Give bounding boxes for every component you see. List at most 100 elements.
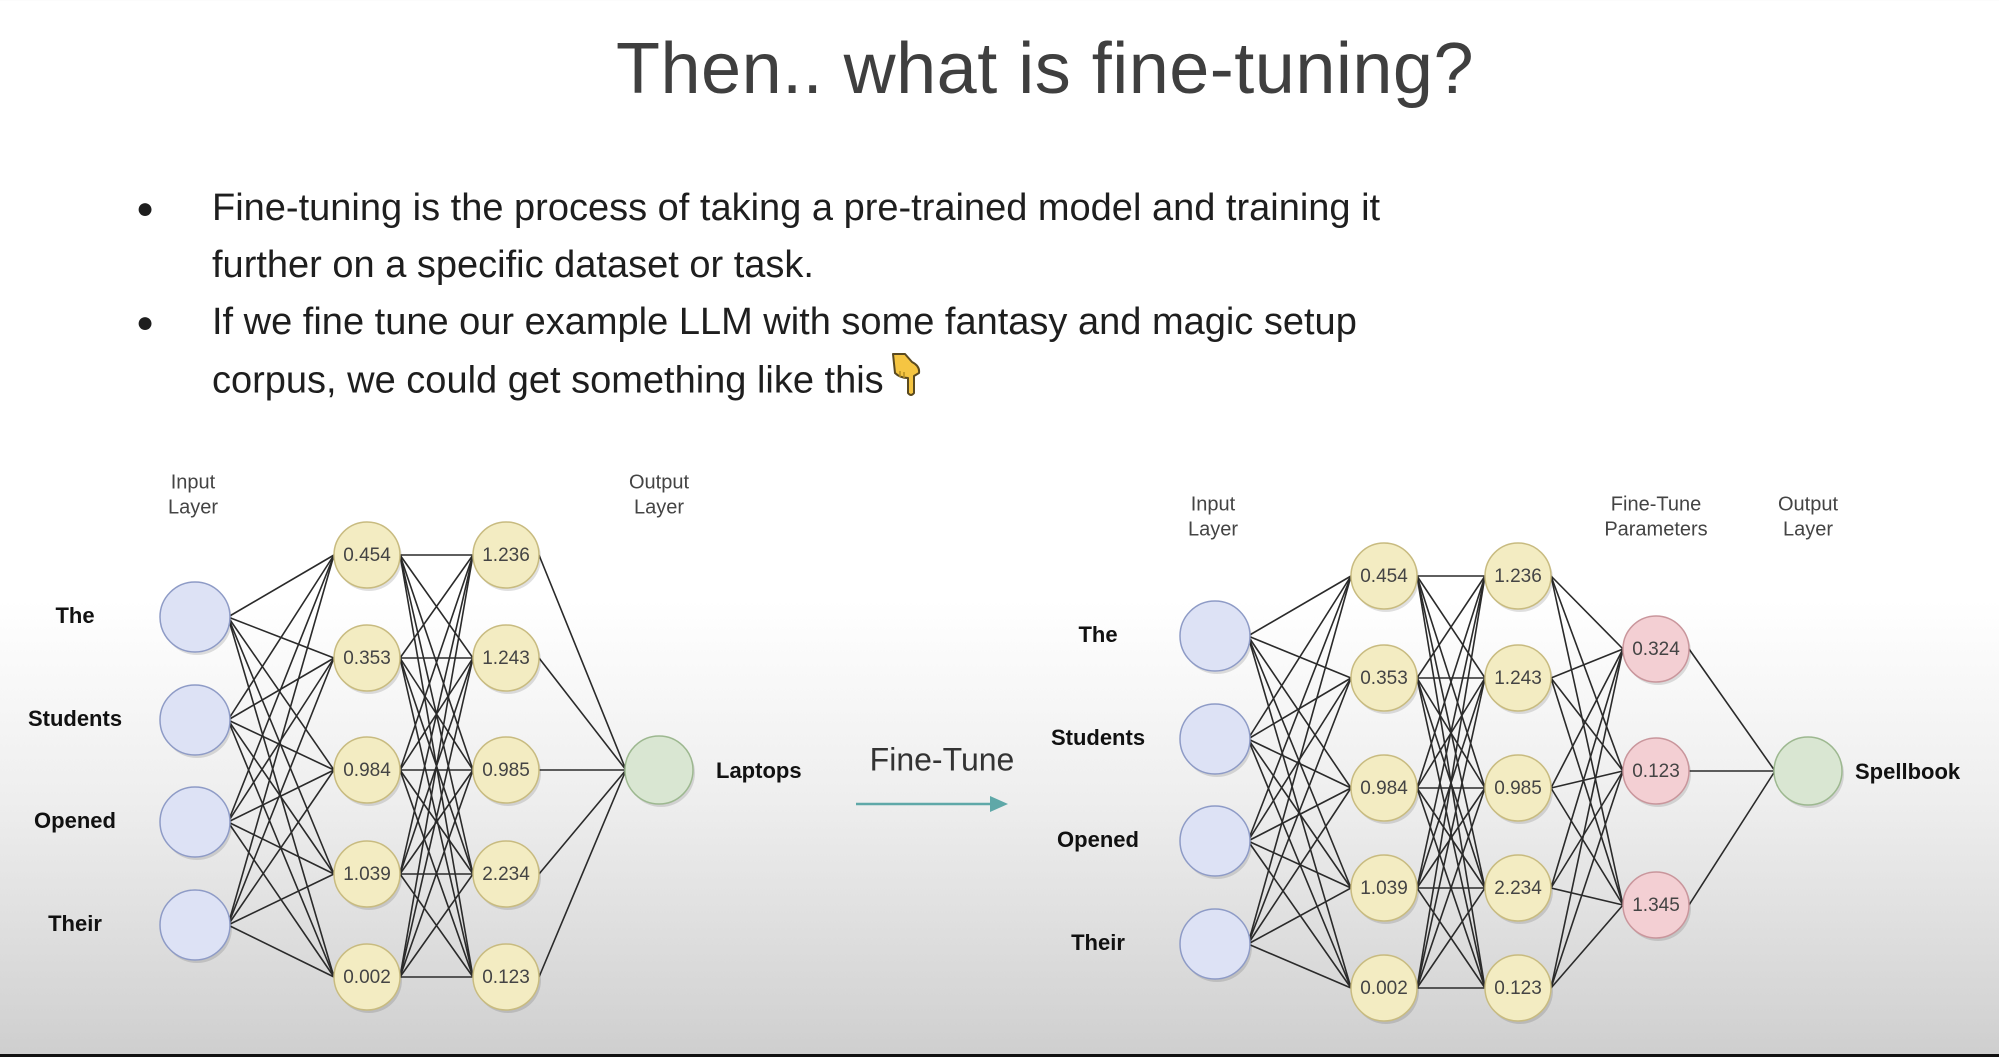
finetune-node: [1622, 871, 1690, 939]
finetune-node: [1622, 737, 1690, 805]
hidden1-node-value: 1.039: [343, 864, 391, 885]
output-node: [1773, 736, 1843, 806]
input-word-label: Opened: [34, 808, 116, 833]
hidden1-node: [1350, 542, 1418, 610]
connection-edge: [1550, 677, 1624, 772]
hidden1-node-value: 0.984: [343, 760, 391, 781]
input-word-label: The: [55, 603, 94, 628]
connection-edge: [538, 554, 627, 771]
bullet-item-2: ● If we fine tune our example LLM with s…: [130, 294, 1530, 414]
hidden2-node-value: 2.234: [1494, 878, 1542, 899]
hidden1-node-value: 0.353: [343, 648, 391, 669]
arrow-head-icon: [990, 796, 1008, 812]
connection-edge: [227, 554, 335, 926]
connection-edge: [227, 769, 335, 926]
connection-edge: [227, 554, 335, 618]
connection-edge: [1550, 677, 1624, 906]
input-node: [1179, 600, 1251, 672]
hidden2-node: [1484, 954, 1552, 1022]
fine-tune-label: Fine-Tune: [870, 741, 1015, 777]
connection-edge: [1550, 648, 1624, 889]
hidden2-node: [472, 521, 540, 589]
connection-edge: [1247, 943, 1352, 989]
bullet-2-line-2: corpus, we could get something like this: [212, 359, 884, 402]
connection-edge: [538, 769, 627, 978]
bullet-dot-icon: ●: [136, 306, 155, 339]
finetune-layer-header: Fine-Tune: [1611, 493, 1701, 515]
input-node: [159, 889, 231, 961]
connection-edge: [227, 719, 335, 771]
connection-edge: [227, 769, 335, 823]
connection-edge: [1247, 738, 1352, 889]
hidden1-node-value: 0.984: [1360, 778, 1408, 799]
bullet-dot-icon: ●: [136, 192, 155, 225]
finetune-node: [1622, 615, 1690, 683]
input-node: [159, 786, 231, 858]
hidden1-node: [1350, 754, 1418, 822]
output-layer-header: Output: [629, 471, 689, 493]
connection-edge: [1247, 575, 1352, 637]
pointing-down-hand-icon: [890, 351, 924, 414]
connection-edge: [227, 657, 335, 926]
connection-edge: [538, 657, 627, 771]
connection-edge: [1688, 770, 1776, 906]
hidden2-node-value: 0.123: [1494, 978, 1542, 999]
hidden1-node: [333, 736, 401, 804]
connection-edge: [1416, 787, 1486, 989]
connection-edge: [1247, 840, 1352, 989]
input-node: [159, 581, 231, 653]
connection-edge: [227, 924, 335, 978]
bullet-1-line-2: further on a specific dataset or task.: [212, 244, 814, 286]
connection-edge: [1416, 575, 1486, 889]
connection-edge: [1550, 575, 1624, 906]
connection-edge: [1550, 648, 1624, 679]
hidden2-node: [472, 736, 540, 804]
connection-edge: [1550, 648, 1624, 989]
connection-edge: [1247, 738, 1352, 789]
connection-edge: [399, 769, 474, 875]
hidden1-node: [333, 521, 401, 589]
input-word-label: Opened: [1057, 827, 1139, 852]
output-layer-header: Layer: [634, 496, 684, 518]
input-word-label: Students: [28, 706, 122, 731]
hidden1-node-value: 0.353: [1360, 668, 1408, 689]
input-node: [1179, 908, 1251, 980]
hidden2-node: [472, 943, 540, 1011]
connection-edge: [399, 873, 474, 978]
hidden2-node-value: 1.236: [1494, 566, 1542, 587]
connection-edge: [1416, 887, 1486, 989]
output-word-label: Laptops: [716, 758, 802, 783]
connection-edge: [1416, 575, 1486, 989]
input-word-label: Their: [1071, 930, 1125, 955]
connection-edge: [227, 719, 335, 875]
input-word-label: Students: [1051, 725, 1145, 750]
output-node: [624, 735, 694, 805]
output-word-label: Spellbook: [1855, 759, 1961, 784]
finetune-node-value: 0.123: [1632, 761, 1680, 782]
input-node: [159, 684, 231, 756]
connection-edge: [399, 554, 474, 875]
input-node: [1179, 703, 1251, 775]
hidden1-node: [1350, 644, 1418, 712]
connection-edge: [1247, 787, 1352, 945]
hidden1-node: [333, 943, 401, 1011]
connection-edge: [538, 769, 627, 875]
connection-edge: [1550, 887, 1624, 906]
finetune-node-value: 1.345: [1632, 895, 1680, 916]
input-node: [1179, 805, 1251, 877]
hidden2-node: [1484, 854, 1552, 922]
output-layer-header: Output: [1778, 493, 1838, 515]
connection-edge: [227, 554, 335, 823]
output-layer-header: Layer: [1783, 518, 1833, 540]
hidden2-node: [1484, 644, 1552, 712]
connection-edge: [227, 873, 335, 926]
connection-edge: [399, 554, 474, 771]
hidden1-node-value: 0.454: [343, 545, 391, 566]
slide-title: Then.. what is fine-tuning?: [616, 29, 1474, 109]
connection-edge: [1550, 770, 1624, 989]
bullet-list: ● Fine-tuning is the process of taking a…: [130, 180, 1530, 414]
connection-edge: [1550, 787, 1624, 906]
connection-edge: [1416, 575, 1486, 679]
hidden1-node: [1350, 854, 1418, 922]
hidden2-node: [472, 840, 540, 908]
